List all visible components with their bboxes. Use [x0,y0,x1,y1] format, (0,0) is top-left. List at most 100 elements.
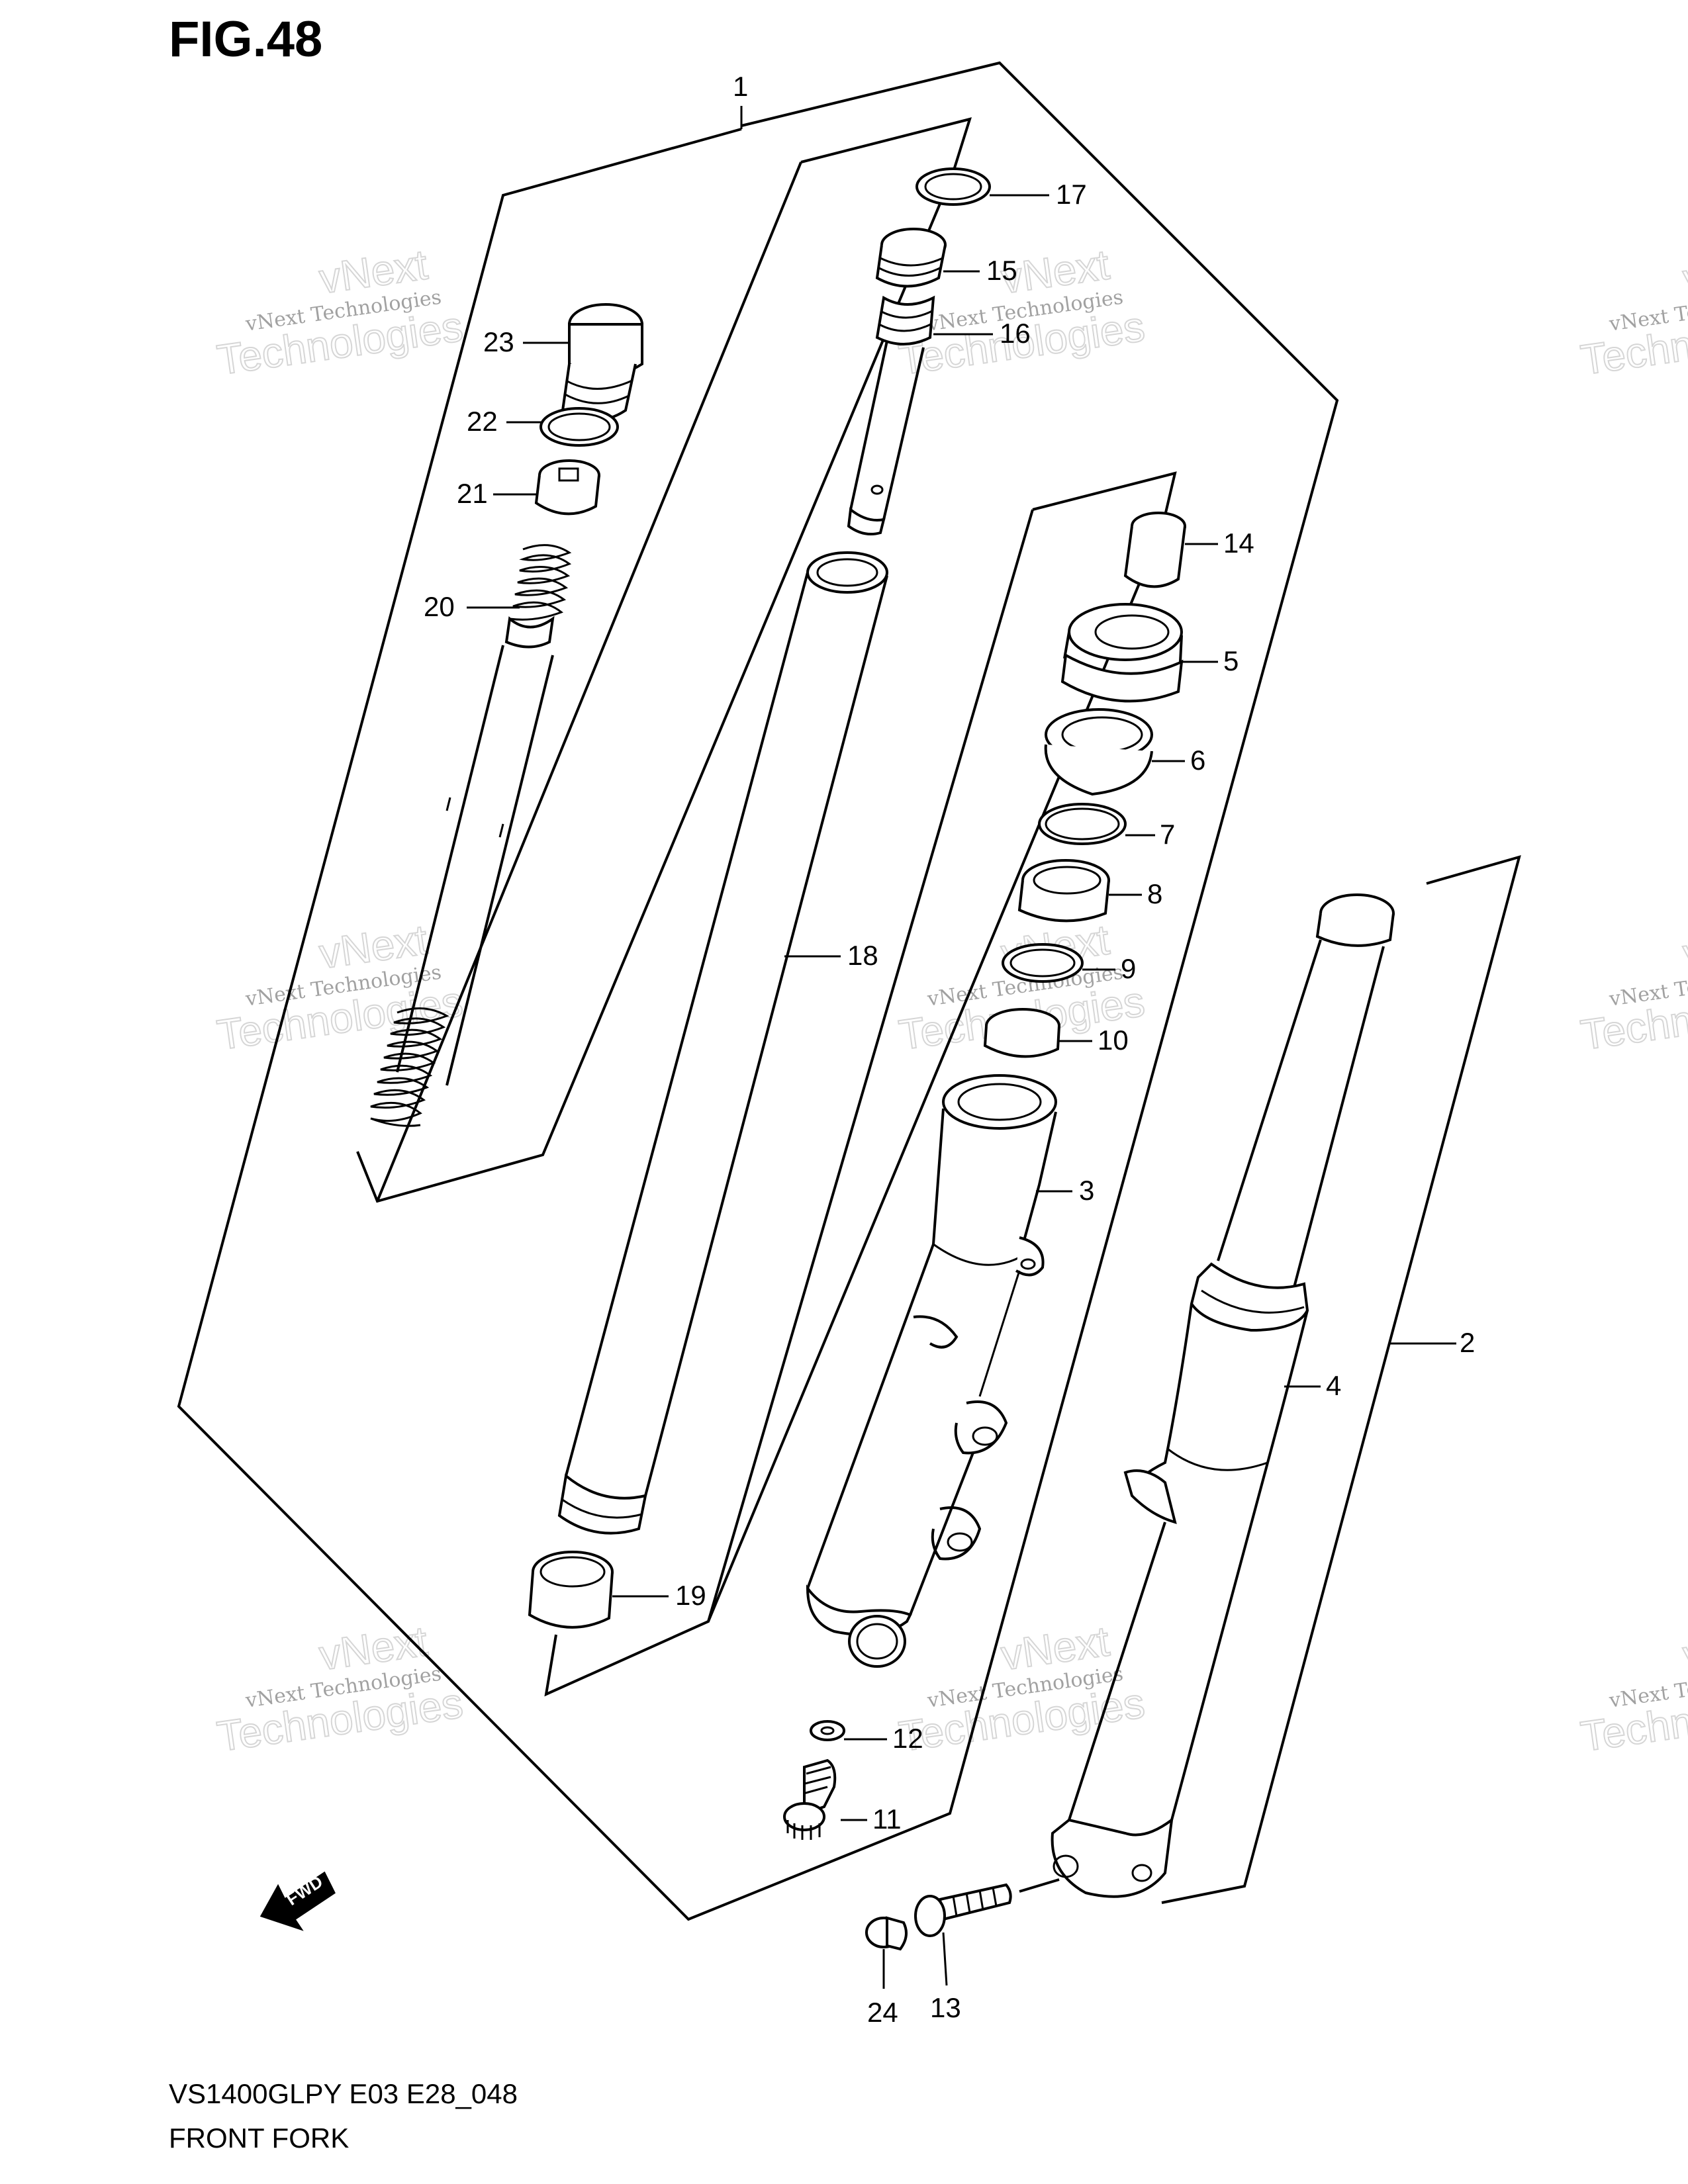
part-11-bolt [783,1758,837,1840]
dust-seal-base [1060,653,1184,703]
outer-tube-left-edge [806,1108,945,1589]
leader-lines [467,106,1456,1989]
spring-break-mark [445,797,451,811]
bushing-inner [539,1556,606,1588]
damper-rod-left-edge [849,340,888,510]
outer-tube-right-edge [1018,1111,1057,1258]
spring-left-edge [396,645,504,1073]
part-23-cap-bolt [561,303,643,422]
callout-9: 9 [1121,953,1136,984]
callout-17: 17 [1056,179,1087,210]
part-6-oil-seal [1044,708,1153,796]
bolt-11-shank [803,1758,837,1815]
part-19-bushing [528,1551,614,1629]
cap-24-side [886,1916,908,1951]
bolt-13-head [914,1895,946,1937]
assembly-outline-1 [177,61,1339,1921]
watermark: vNext vNext Technologies Technologies [1577,1616,1688,1761]
part-7-stopper-ring-inner [1045,807,1120,841]
damper-rod-collar-lines [878,310,933,332]
inner-tube-bottom-ring [561,1498,643,1519]
outer-tube-group-edge [707,509,1034,1622]
damper-rod-top-ridges [878,257,943,277]
fork-leg-dust-seal [1190,1262,1309,1332]
callout-14: 14 [1223,527,1254,559]
damper-rod-tip [847,507,886,535]
part-9-ring-inner [1009,948,1076,978]
bolt-11-threads [803,1766,831,1795]
fwd-arrow-icon: FWD [259,1871,336,1931]
outer-tube-group-outline [544,471,1177,1697]
spring-right-edge [445,655,554,1086]
oil-seal-body [1044,744,1153,796]
spring-collar [504,615,555,649]
slide-bushing-body [1123,525,1186,588]
nut-hex-socket [558,467,579,482]
fork-leg-boss [1123,1469,1177,1524]
callout-20: 20 [424,591,455,622]
spring-break-mark [498,823,504,838]
outer-tube-right-lower-edge [909,1452,974,1615]
fork-leg-left-edge [1217,939,1322,1261]
damper-rod-hole [870,484,884,495]
outer-tube-contour [978,1270,1021,1397]
callout-7: 7 [1160,819,1175,850]
outer-tube-axle-hole [856,1623,898,1660]
callouts: 1 2 3 4 5 6 7 8 9 10 11 12 13 14 15 16 1… [424,71,1475,2028]
bushing-body [528,1571,614,1629]
callout-15: 15 [986,255,1017,286]
dust-seal-side [1179,635,1183,662]
fork-leg-seal-line [1201,1289,1305,1314]
bolt-13-shank [938,1883,1012,1921]
part-24-cap [865,1916,908,1951]
part-18-inner-tube [557,551,888,1535]
callout-21: 21 [457,478,488,509]
fwd-arrow-shape [259,1871,336,1931]
part-9-ring [1002,943,1084,983]
spring-top-coils [509,544,572,621]
part-12-washer-hole [820,1726,835,1735]
watermark: vNext vNext Technologies Technologies [1577,240,1688,385]
watermark-line2: vNext [1680,915,1688,978]
watermark-line2: vNext [1680,240,1688,302]
part-3-outer-tube [806,1074,1057,1668]
figure-title: FIG.48 [169,11,322,68]
callout-3: 3 [1079,1175,1094,1206]
callout-16: 16 [1000,318,1031,349]
watermark: vNext vNext Technologies Technologies [214,240,467,385]
callout-22: 22 [467,406,498,437]
part-22-o-ring-inner [547,412,611,441]
damper-rod-right-edge [882,347,925,520]
fork-leg-cap [1315,913,1395,947]
caliper-mount-lower-hole [947,1532,973,1552]
spring-group-edge [376,161,802,1202]
callout-6: 6 [1190,745,1205,776]
callout-10: 10 [1098,1024,1129,1056]
fork-leg-body [1131,1303,1309,1490]
watermark: vNext vNext Technologies Technologies [896,240,1149,385]
part-5-dust-seal [1060,603,1184,703]
fork-leg-right-edge [1293,946,1385,1288]
bolt-11-head-knurl [786,1820,821,1840]
watermark: vNext vNext Technologies Technologies [214,1616,467,1761]
outer-tube-boss [913,1315,959,1349]
part-21-nut [534,459,600,516]
cap-bolt-thread-lines [563,379,633,404]
watermark: vNext vNext Technologies Technologies [1577,915,1688,1060]
part-12-washer [810,1720,845,1741]
part-2-bracket [1161,855,1521,1904]
outer-tube-top-inner [957,1083,1042,1121]
nut-body [534,475,600,516]
callout-13: 13 [930,1992,961,2023]
fork-leg-band [1168,1448,1268,1471]
part-20-spring [370,544,572,1127]
dust-seal-side [1063,631,1070,659]
figure-model-code: VS1400GLPY E03 E28_048 [169,2078,518,2109]
dust-seal-opening [1094,614,1170,650]
callout-5: 5 [1223,645,1239,676]
bolt-13-pointer [1019,1878,1060,1893]
washer-inner [1033,866,1102,895]
watermark: vNext vNext Technologies Technologies [214,915,467,1060]
bolt-11-head [783,1802,825,1831]
